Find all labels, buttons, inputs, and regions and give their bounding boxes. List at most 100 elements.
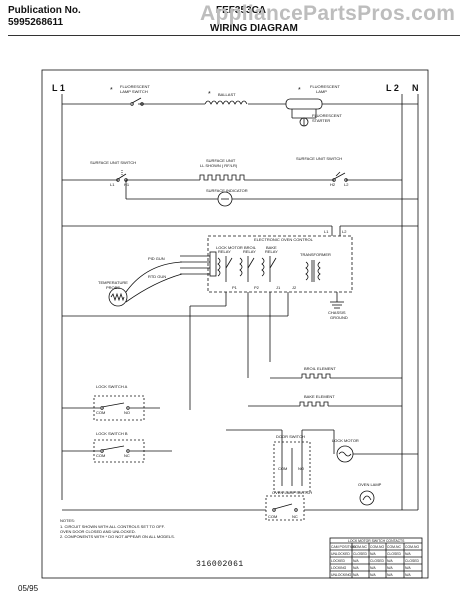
rtd-gun-label: RTD GUN xyxy=(148,274,166,279)
lock-table-cell: N/A xyxy=(405,566,411,570)
date-code: 05/95 xyxy=(18,584,39,593)
fluorescent-lamp-label-1: FLUORESCENT xyxy=(310,84,340,89)
surface-unit-label-2: LL SHOWN ( RF/LR) xyxy=(200,163,238,168)
lock-switch-b-com: COM xyxy=(96,453,105,458)
lock-switch-b-nc: NC xyxy=(124,453,130,458)
notes-line-1: 1. CIRCUIT SHOWN WITH ALL CONTROLS SET T… xyxy=(60,524,165,529)
header-rule xyxy=(8,35,460,36)
part-number: 316002061 xyxy=(196,560,244,569)
pin-l1: L1 xyxy=(324,229,329,234)
lock-motor-contacts-table xyxy=(329,537,423,579)
fluorescent-starter xyxy=(299,117,309,127)
pin-j1: J1 xyxy=(276,285,281,290)
bus-label-l1: L 1 xyxy=(52,83,65,93)
ballast-coil xyxy=(204,100,248,105)
lock-motor xyxy=(336,445,354,463)
bake-relay-label: BAKE xyxy=(266,245,277,250)
broil-element-label: BROIL ELEMENT xyxy=(304,366,336,371)
broil-relay xyxy=(239,256,255,282)
lock-table-header: COM-NC xyxy=(387,545,401,549)
lock-table-cell: UNLOCKED xyxy=(331,552,350,556)
lock-table-cell: N/A xyxy=(353,559,359,563)
lock-table-cell: N/A xyxy=(353,573,359,577)
pid-gun-label: PID GUN xyxy=(148,256,165,261)
chassis-ground-label-1: CHASSIS xyxy=(328,310,346,315)
oven-lamp xyxy=(359,490,375,506)
lock-table-cell: N/A xyxy=(370,566,376,570)
lock-table-cell: N/A xyxy=(387,559,393,563)
lock-motor-label: LOCK MOTOR xyxy=(332,438,359,443)
lock-table-cell: N/A xyxy=(353,566,359,570)
bus-label-n: N xyxy=(412,83,419,93)
fluorescent-lamp-switch-label-2: LAMP SWITCH xyxy=(120,89,148,94)
terminal-h1: H1 xyxy=(124,182,130,187)
broil-element xyxy=(301,373,331,379)
lock-table-cell: CLOSED xyxy=(370,559,384,563)
ballast-label: BALLAST xyxy=(218,92,236,97)
temperature-probe-label-2: PROBE xyxy=(106,285,120,290)
lock-table-cell: N/A xyxy=(387,573,393,577)
surface-unit-element xyxy=(199,174,245,181)
lock-table-cell: CLOSED xyxy=(387,552,401,556)
lock-table-cell: LOCKING xyxy=(331,566,347,570)
oven-lamp-switch-label: OVEN LAMP SWITCH xyxy=(272,490,312,495)
pin-j2: J2 xyxy=(292,285,297,290)
bake-element-label: BAKE ELEMENT xyxy=(304,394,335,399)
bake-relay-word: RELAY xyxy=(265,249,278,254)
terminal-l1: L1 xyxy=(110,182,115,187)
lock-switch-b-label: LOCK SWITCH B xyxy=(96,431,128,436)
lock-table-cell: N/A xyxy=(370,552,376,556)
surface-unit-switch-right xyxy=(332,171,348,182)
oven-lamp-switch-com: COM xyxy=(268,514,277,519)
lock-table-cell: N/A xyxy=(370,573,376,577)
lock-switch-a-no: NO xyxy=(124,410,130,415)
optional-marker-2: * xyxy=(208,91,211,98)
fluorescent-lamp-label-2: LAMP xyxy=(316,89,327,94)
surface-unit-switch-left xyxy=(116,170,128,182)
lock-table-header: COM-NO xyxy=(405,545,419,549)
model-number: FEF353CA xyxy=(216,5,267,16)
electronic-oven-control xyxy=(207,235,353,293)
oven-lamp-switch xyxy=(265,495,305,521)
terminal-h2: H2 xyxy=(330,182,336,187)
lock-table-header: COM-NC xyxy=(353,545,367,549)
publication-number: 5995268611 xyxy=(8,17,64,28)
lock-switch-a-label: LOCK SWITCH A xyxy=(96,384,128,389)
lock-table-cell: N/A xyxy=(405,573,411,577)
chassis-ground-label-2: GROUND xyxy=(330,315,348,320)
lock-motor-relay-label: LOCK MOTOR xyxy=(216,245,243,250)
pin-p1: P1 xyxy=(232,285,238,290)
chassis-ground xyxy=(330,292,344,309)
surface-unit-switch-left-label: SURFACE UNIT SWITCH xyxy=(90,160,136,165)
oven-lamp-label: OVEN LAMP xyxy=(358,482,382,487)
notes-title: NOTES: xyxy=(60,518,75,523)
transformer-label: TRANSFORMER xyxy=(300,252,331,257)
broil-relay-label: BROIL xyxy=(244,245,257,250)
door-switch xyxy=(273,441,311,493)
surface-unit-switch-right-label: SURFACE UNIT SWITCH xyxy=(296,156,342,161)
surface-unit-label-1: SURFACE UNIT xyxy=(206,158,236,163)
pin-p2: P2 xyxy=(254,285,260,290)
temperature-probe-label-1: TEMPERATURE xyxy=(98,280,128,285)
publication-label: Publication No. xyxy=(8,5,81,16)
lock-table-cell: N/A xyxy=(405,552,411,556)
lock-table-header: CAM POSITION xyxy=(331,545,356,549)
lock-motor-relay xyxy=(217,256,233,282)
optional-marker-1: * xyxy=(110,87,113,94)
transformer xyxy=(305,260,321,282)
terminal-l2: L2 xyxy=(344,182,349,187)
door-switch-label: DOOR SWITCH xyxy=(276,434,305,439)
watermark: AppliancePartsPros.com xyxy=(200,2,456,25)
fluorescent-lamp-switch xyxy=(130,97,144,106)
lock-table-cell: CLOSED xyxy=(405,559,419,563)
door-switch-com: COM xyxy=(278,466,287,471)
lock-table-cell: UNLOCKING xyxy=(331,573,352,577)
fluorescent-starter-label-2: STARTER xyxy=(312,118,330,123)
bake-relay xyxy=(261,256,277,282)
electronic-oven-control-label: ELECTRONIC OVEN CONTROL xyxy=(254,237,314,242)
diagram-frame xyxy=(41,69,429,579)
pin-l2: L2 xyxy=(342,229,347,234)
fluorescent-lamp-switch-label-1: FLUORESCENT xyxy=(120,84,150,89)
fluorescent-starter-label-1: FLUORESCENT xyxy=(312,113,342,118)
